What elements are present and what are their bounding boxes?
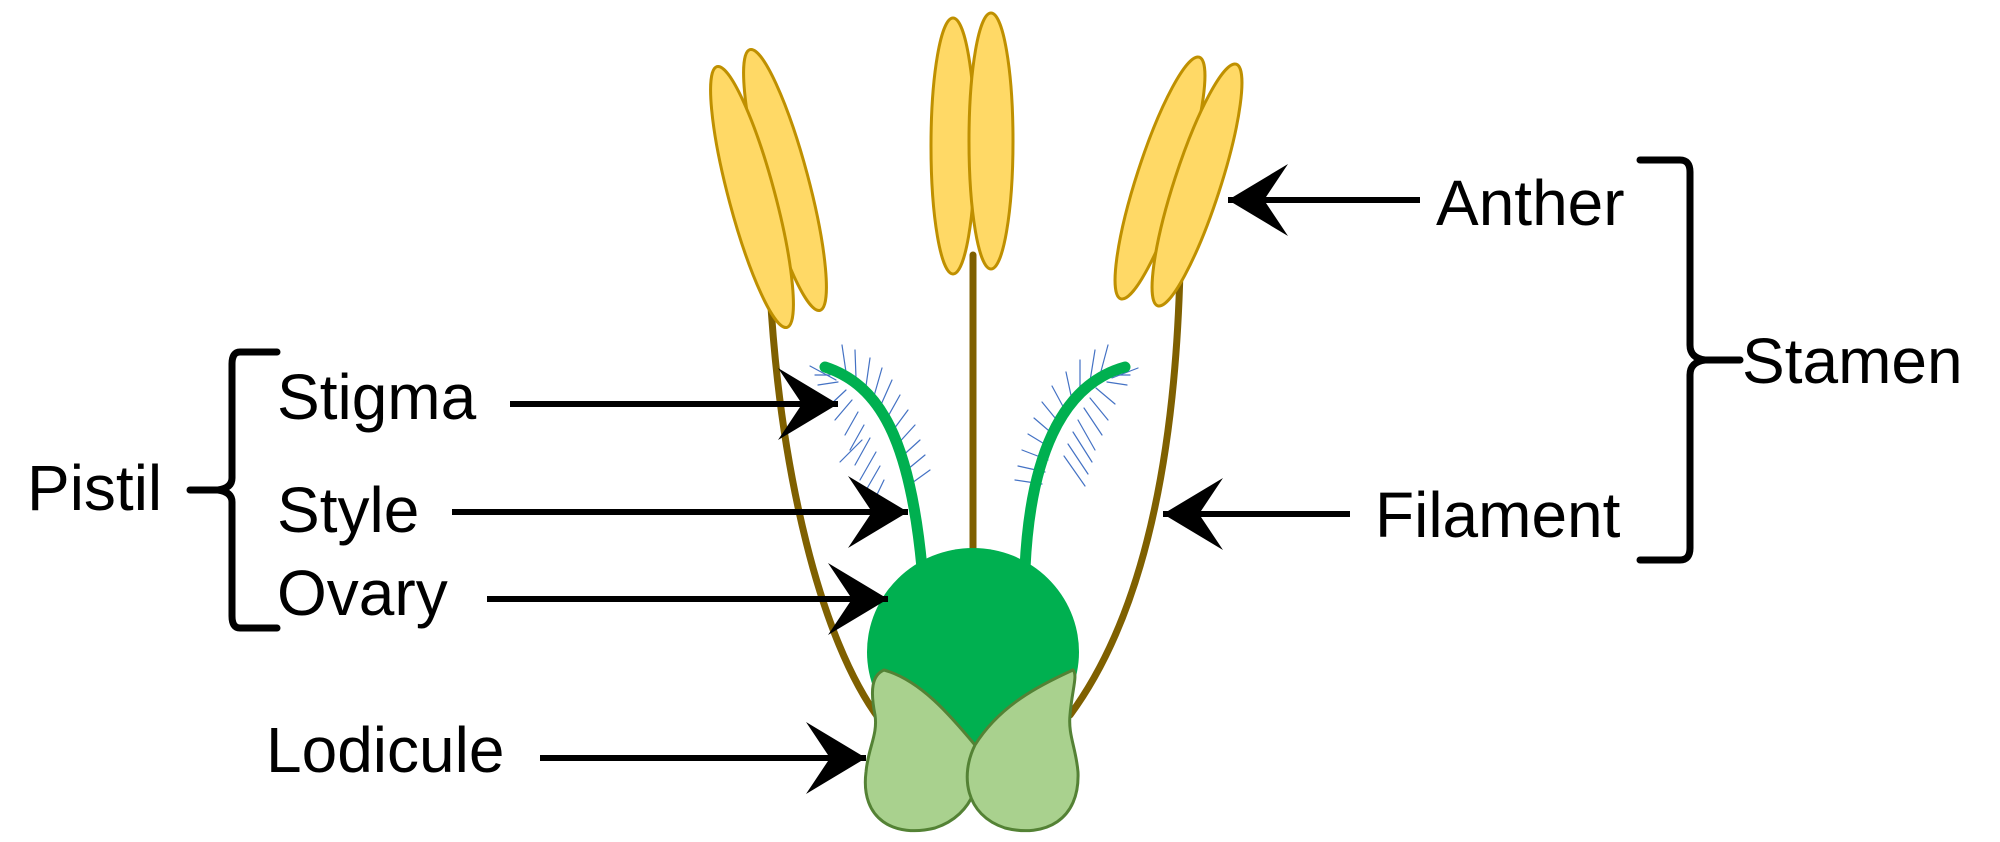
pistil-brace — [214, 348, 281, 632]
style-label: Style — [277, 474, 419, 546]
stigma-style-left — [819, 361, 928, 574]
stigma-style — [819, 361, 1131, 574]
stamen-brace — [1636, 156, 1709, 564]
anthers — [709, 11, 1244, 330]
stigma-hairs — [809, 344, 1139, 506]
ovary-label: Ovary — [277, 557, 448, 629]
arrows — [452, 164, 1420, 794]
filament-left — [766, 286, 884, 724]
lodicule-right — [965, 668, 1080, 833]
stamen-label: Stamen — [1742, 325, 1963, 397]
anther-label: Anther — [1436, 167, 1625, 239]
anther-right-front — [1150, 62, 1244, 308]
lodicules — [863, 668, 1080, 833]
pistil-label: Pistil — [27, 452, 162, 524]
filaments — [766, 251, 1184, 724]
filament-right — [1066, 266, 1184, 719]
anther-left-front — [709, 64, 795, 330]
braces — [186, 156, 1744, 632]
stigma-hairs-right — [1014, 344, 1139, 487]
anther-center-right — [967, 11, 1015, 271]
filament-label: Filament — [1375, 479, 1621, 551]
stigma-label: Stigma — [277, 361, 477, 433]
stigma-hairs-left — [809, 344, 931, 506]
stigma-style-right — [1019, 361, 1131, 574]
lodicule-left — [863, 668, 981, 833]
lodicule-label: Lodicule — [266, 714, 504, 786]
